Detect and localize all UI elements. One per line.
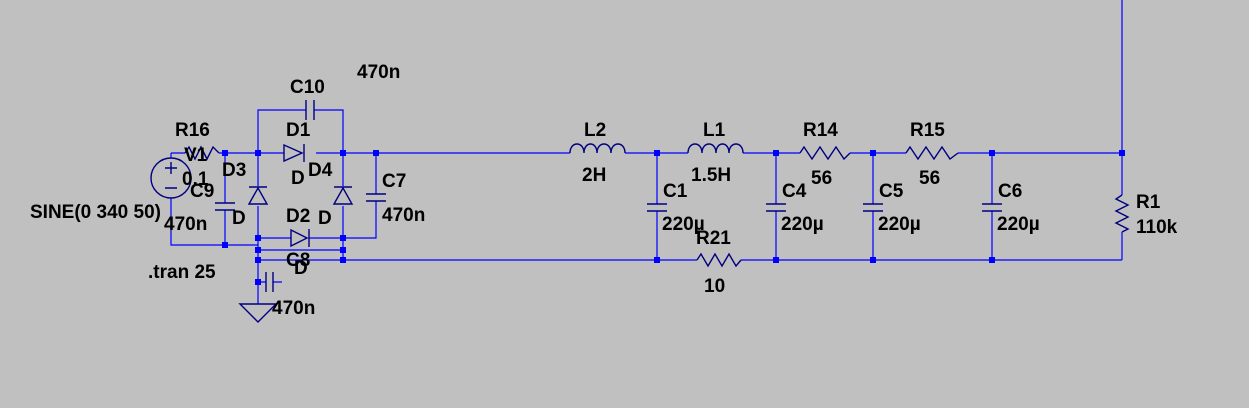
ground-symbol [238,303,278,323]
resistor-r15[interactable] [905,145,959,161]
inductor-l1[interactable] [687,143,744,154]
capacitor-c9[interactable] [215,202,235,211]
label-c9: C9 [190,181,214,202]
label-c5-value: 220µ [878,214,921,235]
capacitor-c7[interactable] [366,193,386,202]
label-c7: C7 [382,171,406,192]
label-c6-value: 220µ [997,214,1040,235]
capacitor-c4[interactable] [766,203,786,212]
label-d3: D3 [222,160,246,181]
label-c1-value: 220µ [662,214,705,235]
label-c10-value: 470n [357,62,400,83]
voltage-source-v1[interactable] [150,157,192,199]
wires [170,0,1123,304]
label-d2-model: D [294,258,308,279]
label-d2: D2 [286,206,310,227]
label-r1-value: 110k [1136,217,1178,238]
resistor-r16[interactable] [184,145,220,161]
label-r21: R21 [696,228,731,249]
label-c5: C5 [879,181,904,202]
label-d4-model: D [318,208,332,229]
diode-d2[interactable] [290,228,310,248]
label-r14: R14 [803,120,838,141]
label-c9-value: 470n [164,214,207,235]
label-c4-value: 220µ [781,214,824,235]
label-l2-value: 2H [582,165,606,186]
label-r15-value: 56 [919,168,940,189]
diode-d4[interactable] [332,186,354,205]
label-r1: R1 [1136,192,1161,213]
label-c8: C8 [286,250,310,271]
label-c7-value: 470n [382,205,425,226]
diode-d1[interactable] [283,143,305,163]
label-d4: D4 [308,160,333,181]
inductor-l2[interactable] [569,143,626,154]
label-d3-model: D [232,208,246,229]
label-c4: C4 [782,181,807,202]
label-d1-model: D [291,168,305,189]
label-l1: L1 [703,120,726,141]
capacitor-c5[interactable] [863,203,883,212]
capacitor-c6[interactable] [982,203,1002,212]
label-r16: R16 [175,120,210,141]
resistor-r1[interactable] [1114,194,1130,233]
label-v1-ref: V1 [184,145,208,166]
capacitor-c8[interactable] [265,272,274,292]
label-r21-value: 10 [704,276,725,297]
label-l1-value: 1.5H [691,165,731,186]
label-d1: D1 [286,120,311,141]
resistor-r21[interactable] [696,252,742,268]
label-tran: .tran 25 [148,262,216,283]
label-series-r: 0.1 [182,169,209,190]
diode-d3[interactable] [247,186,269,205]
label-r14-value: 56 [811,168,832,189]
label-c6: C6 [998,181,1022,202]
capacitor-c10[interactable] [305,100,315,120]
capacitor-c1[interactable] [647,203,667,212]
resistor-r14[interactable] [799,145,851,161]
label-c1: C1 [663,181,688,202]
label-v1-value: SINE(0 340 50) [30,202,161,223]
label-c10: C10 [290,77,325,98]
label-c8-value: 470n [272,298,315,319]
junction-dots [222,150,1125,285]
labels: SINE(0 340 50) V1 0.1 .tran 25 R16 R14 5… [30,62,1178,319]
label-r15: R15 [910,120,945,141]
label-l2: L2 [584,120,606,141]
